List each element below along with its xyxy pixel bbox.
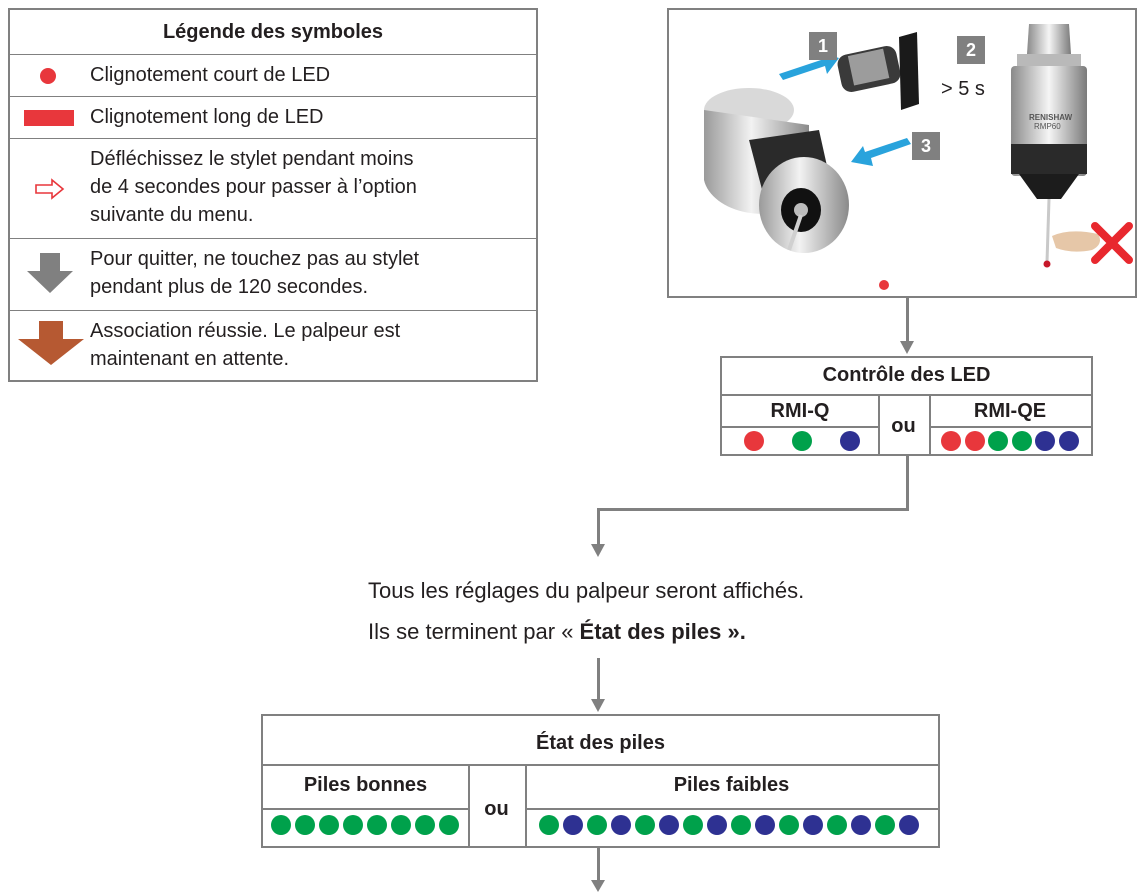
battery-insertion-illustration: 1 2 3 > 5 s RENISHAW RMP60: [667, 8, 1137, 298]
good-battery-label: Piles bonnes: [303, 774, 428, 796]
led-dot-green: [792, 431, 812, 451]
led-dot-green: [295, 815, 315, 835]
legend-row-next-option: Défléchissez le stylet pendant moins de …: [10, 138, 536, 238]
brown-down-arrow-icon: [18, 321, 84, 365]
led-dot-blue: [851, 815, 871, 835]
led-dot-blue: [611, 815, 631, 835]
legend-row-exit: Pour quitter, ne touchez pas au stylet p…: [10, 238, 536, 310]
connector-line: [597, 508, 909, 511]
legend-text-line: Pour quitter, ne touchez pas au stylet: [90, 248, 420, 270]
step-3-badge: 3: [912, 132, 940, 160]
led-dot-blue: [659, 815, 679, 835]
led-dot-green: [779, 815, 799, 835]
probe-body-image: [704, 88, 849, 253]
settings-message-line2: Ils se terminent par « État des piles ».: [368, 619, 746, 645]
low-battery-label: Piles faibles: [673, 774, 790, 796]
rmi-qe-label: RMI-QE: [973, 400, 1047, 422]
legend-text: Clignotement court de LED: [90, 64, 331, 86]
or-label: ou: [891, 415, 916, 437]
led-dot-green: [539, 815, 559, 835]
led-dot-green: [391, 815, 411, 835]
led-dot-blue: [899, 815, 919, 835]
or-label: ou: [484, 798, 509, 820]
legend-text-line: pendant plus de 120 secondes.: [90, 276, 368, 298]
connector-line: [906, 298, 909, 343]
led-dot-red: [964, 431, 985, 451]
gray-down-arrow-icon: [27, 253, 73, 293]
led-dot-green: [415, 815, 435, 835]
led-dot-blue: [755, 815, 775, 835]
message-bold: État des piles ».: [579, 619, 746, 644]
led-dot-blue: [1035, 431, 1055, 451]
hold-duration-label: > 5 s: [941, 78, 985, 100]
led-dot-green: [635, 815, 655, 835]
led-dot-blue: [563, 815, 583, 835]
legend-title: Légende des symboles: [162, 21, 384, 43]
connector-line: [597, 508, 600, 548]
legend-text-line: maintenant en attente.: [90, 348, 290, 370]
legend-text-line: de 4 secondes pour passer à l’option: [90, 176, 417, 198]
led-dot-green: [343, 815, 363, 835]
led-dot-green: [439, 815, 459, 835]
led-dot-green: [875, 815, 895, 835]
led-dot-green: [683, 815, 703, 835]
led-dot-green: [271, 815, 291, 835]
rmi-q-label: RMI-Q: [770, 400, 830, 422]
connector-arrowhead: [591, 699, 605, 712]
led-dot-blue: [840, 431, 860, 451]
legend-row-long-flash: Clignotement long de LED: [10, 96, 536, 138]
led-check-title: Contrôle des LED: [822, 364, 991, 386]
finger-image: [1052, 231, 1100, 252]
led-dot-red: [744, 431, 764, 451]
led-dot-green: [319, 815, 339, 835]
step-2-badge: 2: [957, 36, 985, 64]
legend-text-line: suivante du menu.: [90, 204, 254, 226]
legend-text: Clignotement long de LED: [90, 106, 324, 128]
legend-text-line: Défléchissez le stylet pendant moins: [90, 148, 414, 170]
do-not-touch-icon: [1091, 222, 1133, 264]
legend-row-short-flash: Clignotement court de LED: [10, 54, 536, 96]
connector-line: [597, 848, 600, 883]
connector-arrowhead: [900, 341, 914, 354]
probe-brand-label: RENISHAW: [1029, 113, 1073, 122]
battery-status-table: État des piles Piles bonnes Piles faible…: [261, 714, 940, 848]
legend-row-success: Association réussie. Le palpeur est main…: [10, 310, 536, 382]
connector-arrowhead: [591, 544, 605, 557]
led-dot-red: [941, 431, 961, 451]
battery-status-title: État des piles: [536, 732, 665, 754]
led-dot-green: [367, 815, 387, 835]
led-dot-green: [587, 815, 607, 835]
legend-text-line: Association réussie. Le palpeur est: [90, 320, 401, 342]
led-dot-green: [1011, 431, 1032, 451]
remove-arrow-icon: [851, 138, 911, 166]
connector-arrowhead: [591, 880, 605, 892]
led-check-table: Contrôle des LED RMI-Q RMI-QE ou: [720, 356, 1093, 456]
led-dot-blue: [707, 815, 727, 835]
short-flash-dot-icon: [40, 68, 56, 84]
short-flash-led-icon: [879, 280, 889, 290]
led-dot-green: [827, 815, 847, 835]
probe-model-label: RMP60: [1034, 122, 1061, 131]
step-1-badge: 1: [809, 32, 837, 60]
led-dot-green: [731, 815, 751, 835]
battery-image: [837, 32, 919, 110]
long-flash-bar-icon: [24, 110, 74, 126]
led-dot-blue: [803, 815, 823, 835]
led-dot-blue: [1058, 431, 1079, 451]
settings-message-line1: Tous les réglages du palpeur seront affi…: [368, 578, 805, 603]
led-dot-green: [988, 431, 1008, 451]
outline-arrow-right-icon: [35, 178, 65, 200]
connector-line: [597, 658, 600, 703]
connector-line: [906, 456, 909, 511]
message-prefix: Ils se terminent par «: [368, 619, 580, 644]
rmp60-probe-image: [1011, 24, 1087, 268]
legend-panel: Légende des symboles Clignotement court …: [8, 8, 538, 382]
